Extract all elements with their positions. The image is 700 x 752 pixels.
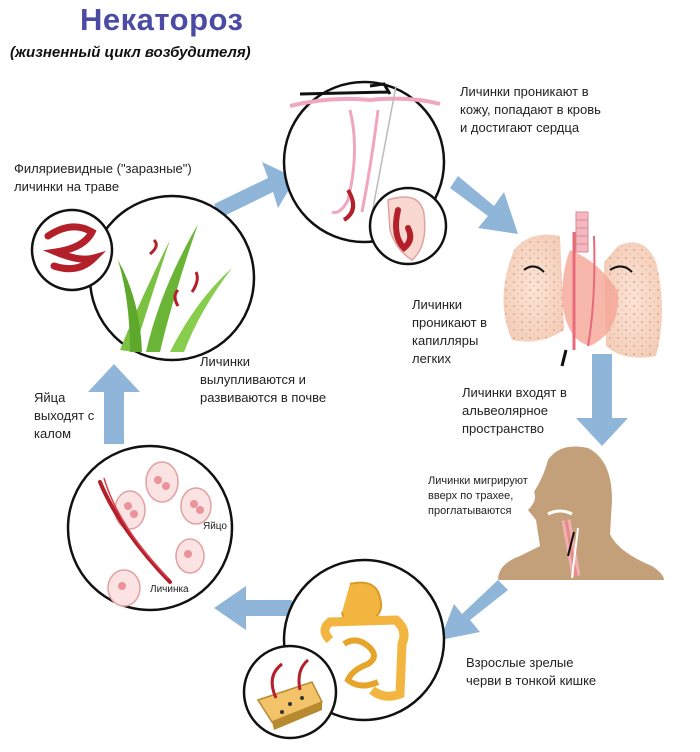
label-eggs-stage: Яйца выходят с калом [34, 390, 95, 441]
label-alveoli-stage: Личинки входят в альвеолярное пространст… [462, 385, 567, 436]
page-title: Некатороз [80, 2, 244, 37]
label-intestine-stage: Взрослые зрелые черви в тонкой кишке [466, 655, 597, 688]
arrow-grass-to-skin [214, 162, 296, 218]
arrow-skin-to-lungs [450, 176, 518, 234]
skin-larva-inset [368, 186, 448, 266]
arrow-intestine-to-eggs [214, 586, 292, 630]
label-skin-stage: Личинки проникают в кожу, попадают в кро… [460, 84, 601, 135]
arrow-lungs-to-trachea [576, 354, 628, 446]
grass-illustration [88, 194, 256, 362]
label-lungs-stage: Личинки проникают в капилляры легких [412, 297, 488, 366]
trachea-illustration [498, 446, 664, 580]
arrow-trachea-to-intestine [440, 580, 508, 640]
label-grass-stage: Филяриевидные ("заразные") личинки на тр… [14, 161, 192, 194]
larva-closeup-inset [30, 208, 114, 292]
label-trachea-stage: Личинки мигрируют вверх по трахее, прогл… [428, 475, 528, 517]
label-larva: Личинка [150, 584, 189, 595]
label-soil-stage: Личинки вылупливаются и развиваются в по… [200, 354, 327, 405]
label-egg: Яйцо [203, 521, 227, 532]
page-subtitle: (жизненный цикл возбудителя) [10, 44, 251, 61]
soil-larvae-inset [242, 644, 338, 740]
lungs-illustration [503, 211, 662, 367]
arrow-eggs-to-grass [88, 364, 140, 444]
eggs-illustration [66, 444, 234, 612]
